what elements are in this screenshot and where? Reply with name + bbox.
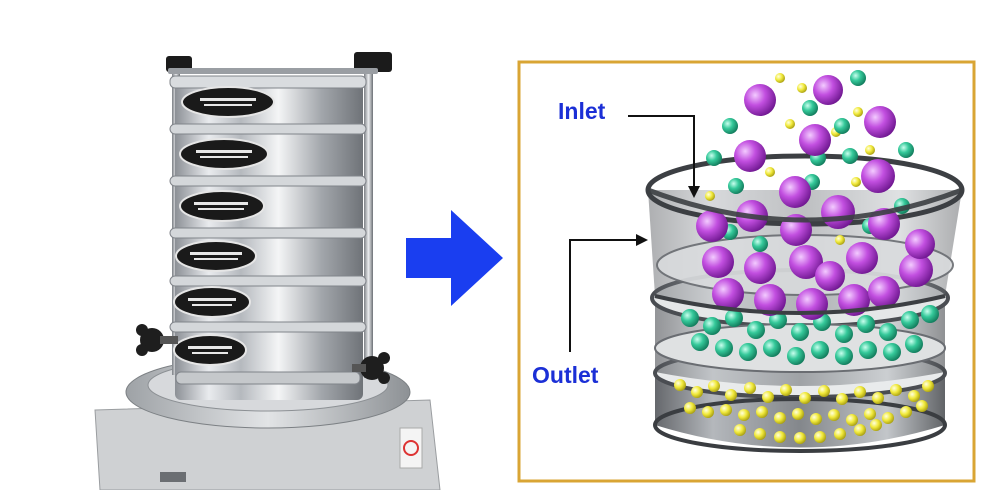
warning-label: [399, 427, 423, 469]
inlet-pointer: [628, 115, 700, 198]
right-side-knob: [352, 352, 390, 384]
right-arrow-icon: [406, 210, 503, 306]
sieve-label-tags: [173, 86, 275, 366]
sieve-shaker-machine: [94, 52, 441, 490]
outlet-pointer: [569, 234, 648, 352]
right-top-knob: [354, 52, 392, 72]
right-support-rod: [364, 68, 373, 378]
outlet-label: Outlet: [532, 362, 599, 388]
inlet-label: Inlet: [558, 98, 606, 124]
yellow-particles: [674, 73, 934, 444]
left-side-knob: [136, 324, 178, 356]
sieve-stack: [169, 75, 367, 400]
